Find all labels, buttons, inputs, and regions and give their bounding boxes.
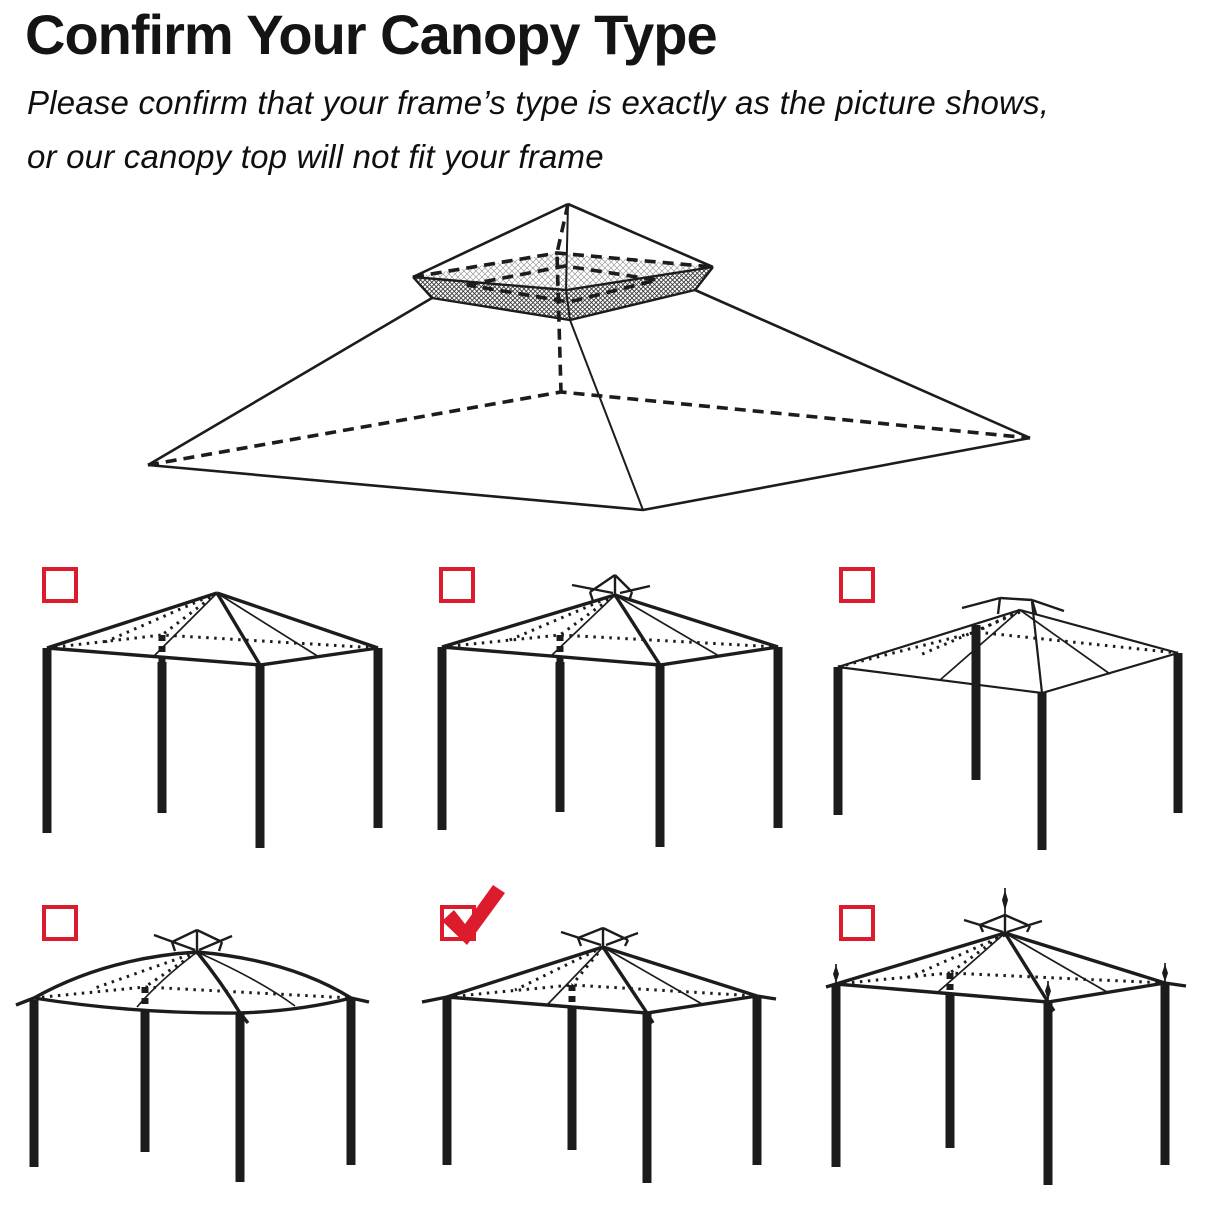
option-1-checkbox[interactable] [42,567,78,603]
subtitle-line-2: or our canopy top will not fit your fram… [27,138,604,175]
subtitle-line-1: Please confirm that your frame’s type is… [27,84,1050,121]
two-tier-canopy-top-icon [147,202,1031,512]
gazebo-curved-dome-roof-finial-crown-icon [15,928,370,1182]
canopy-option-3 [820,550,1214,850]
canopy-option-4 [0,880,400,1214]
canopy-option-5 [420,880,814,1214]
option-5-checkbox[interactable] [440,885,505,945]
gazebo-low-hip-roof-two-tier-vent-icon [833,596,1183,850]
gazebo-pyramid-roof-plain-icon [42,591,383,848]
option-2-checkbox[interactable] [439,567,475,603]
gazebo-hip-roof-finial-crown-overhang-icon [421,926,777,1183]
option-3-checkbox[interactable] [839,567,875,603]
hero-figure [137,190,1077,520]
canopy-option-1 [0,550,400,850]
page-title: Confirm Your Canopy Type [25,3,718,66]
option-6-checkbox[interactable] [839,905,875,941]
gazebo-pyramid-roof-finial-crown-icon [437,574,783,847]
canopy-option-6 [820,880,1214,1214]
option-4-checkbox[interactable] [42,905,78,941]
canopy-option-2 [420,550,814,850]
checkmark-icon [442,885,505,945]
gazebo-hip-roof-crown-corner-spike-finials-icon [825,888,1187,1185]
